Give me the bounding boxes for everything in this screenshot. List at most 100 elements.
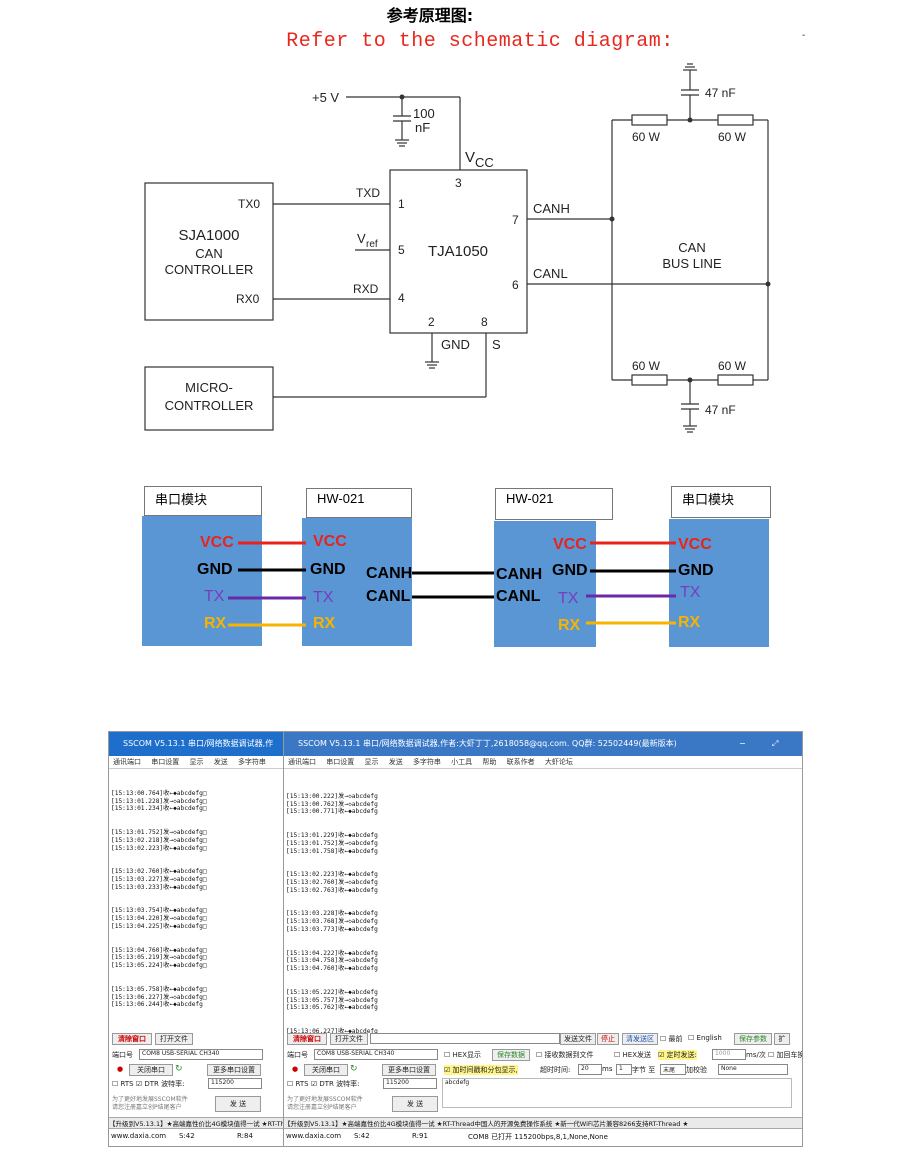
right-recv-count: R:91 (412, 1132, 428, 1140)
vcc-sub: CC (475, 155, 494, 170)
wiring-lines (228, 541, 676, 627)
save-data-button[interactable]: 保存数据 (492, 1049, 530, 1061)
hex-send-checkbox[interactable]: ☐ HEX发送 (614, 1051, 651, 1059)
page-title-cn: 参考原理图: (386, 6, 474, 25)
menu-port[interactable]: 通讯端口 (113, 758, 141, 766)
sscom-right-window: SSCOM V5.13.1 串口/网络数据调试器,作者:大虾丁丁,2618058… (283, 731, 803, 1147)
byte-start-field[interactable]: 1 (616, 1064, 632, 1075)
expand-button[interactable]: 扩 (774, 1033, 790, 1045)
menu-port[interactable]: 通讯端口 (288, 758, 316, 766)
hw2-gnd-label: GND (552, 562, 588, 579)
send-text-area[interactable]: abcdefg (442, 1078, 792, 1108)
stop-button[interactable]: 停止 (597, 1033, 619, 1045)
right-site[interactable]: www.daxia.com (286, 1132, 342, 1140)
save-params-button[interactable]: 保存参数 (734, 1033, 772, 1045)
right-baud-select[interactable]: 115200 (383, 1078, 437, 1089)
hw1-canl-label: CANL (366, 588, 411, 605)
left-baud-select[interactable]: 115200 (208, 1078, 262, 1089)
left-clear-window-button[interactable]: 清除窗口 (112, 1033, 152, 1045)
left-more-settings-button[interactable]: 更多串口设置 (207, 1064, 261, 1076)
bus-line2: BUS LINE (662, 256, 722, 271)
svg-text:-: - (802, 30, 805, 41)
right-tx-label: TX (680, 584, 701, 601)
hw1-rx-label: RX (313, 615, 336, 632)
cap-bus-top: 47 nF (705, 86, 736, 100)
restore-icon[interactable]: ⤢ (772, 739, 779, 748)
right-rts-dtr-checkboxes[interactable]: ☐ RTS ☑ DTR 波特率: (287, 1080, 360, 1088)
send-file-button[interactable]: 发送文件 (560, 1033, 596, 1045)
menu-help[interactable]: 帮助 (482, 758, 497, 766)
left-rts-checkbox[interactable]: ☐ RTS ☑ DTR 波特率: (112, 1080, 185, 1088)
sscom-right-log: [15:13:00.222]发→◇abcdefg[15:13:00.762]发→… (286, 792, 378, 1035)
right-gnd-label: GND (678, 562, 714, 579)
recv-to-file-checkbox[interactable]: ☐ 接收数据到文件 (536, 1051, 594, 1059)
timeout-field[interactable]: 20 (578, 1064, 602, 1075)
left-send-button[interactable]: 发 送 (215, 1096, 261, 1112)
timed-send-checkbox[interactable]: ☑ 定时发送: (658, 1050, 697, 1060)
hw2-rx-label: RX (558, 617, 581, 634)
timestamp-checkbox[interactable]: ☑ 加时间戳和分包显示, (444, 1065, 518, 1075)
left-vcc-label: VCC (200, 534, 234, 551)
pin-vref-sub: ref (366, 239, 378, 250)
minimize-icon[interactable]: − (739, 739, 746, 748)
hw1-vcc-label: VCC (313, 533, 347, 550)
sja-controller: CONTROLLER (165, 262, 254, 277)
menu-send[interactable]: 发送 (388, 758, 403, 766)
menu-multi-string[interactable]: 多字符串 (412, 758, 441, 766)
menu-send[interactable]: 发送 (213, 758, 228, 766)
tail-select[interactable]: 末尾 (660, 1064, 686, 1075)
menu-forum[interactable]: 大虾论坛 (544, 758, 573, 766)
byte-label: 字节 至 (632, 1066, 656, 1074)
sscom-left-log: [15:13:00.764]收←◆abcdefg□[15:13:01.228]发… (111, 789, 207, 1009)
sscom-left-window: SSCOM V5.13.1 串口/网络数据调试器,作 通讯端口 串口设置 显示 … (108, 731, 288, 1147)
left-gnd-label: GND (197, 561, 233, 578)
right-clear-window-button[interactable]: 清除窗口 (287, 1033, 327, 1045)
left-site[interactable]: www.daxia.com (111, 1132, 167, 1140)
left-tip-line2: 请您注册嘉立创P结尾客户 (112, 1104, 182, 1111)
vcc-label: V (465, 149, 475, 166)
left-port-select[interactable]: COM8 USB-SERIAL CH340 (139, 1049, 263, 1060)
serial-module-right (669, 519, 769, 647)
pin-7: 7 (512, 213, 519, 227)
s-label: S (492, 337, 501, 352)
micro-line2: CONTROLLER (165, 398, 254, 413)
left-recv-count: R:84 (237, 1132, 253, 1140)
left-port-status-icon: ● (117, 1065, 124, 1073)
clear-send-button[interactable]: 清发送区 (622, 1033, 658, 1045)
add-crlf-checkbox[interactable]: ☐ 加回车换行 (768, 1051, 802, 1059)
right-tip-line1: 为了更好地发展SSCOM软件 (287, 1096, 363, 1103)
checksum-select[interactable]: None (718, 1064, 788, 1075)
menu-multi-string[interactable]: 多字符串 (237, 758, 266, 766)
hex-display-checkbox[interactable]: ☐ HEX显示 (444, 1051, 481, 1059)
right-close-port-button[interactable]: 关闭串口 (304, 1064, 348, 1076)
pin-txd-label: TXD (356, 186, 380, 200)
menu-serial-settings[interactable]: 串口设置 (326, 758, 355, 766)
menu-display[interactable]: 显示 (364, 758, 379, 766)
serial-module-right-label: 串口模块 (671, 486, 771, 518)
menu-serial-settings[interactable]: 串口设置 (151, 758, 180, 766)
sscom-right-title: SSCOM V5.13.1 串口/网络数据调试器,作者:大虾丁丁,2618058… (284, 732, 802, 756)
pin-3: 3 (455, 176, 462, 190)
right-send-button[interactable]: 发 送 (392, 1096, 438, 1112)
right-more-settings-button[interactable]: 更多串口设置 (382, 1064, 436, 1076)
left-refresh-icon[interactable]: ↻ (175, 1064, 183, 1074)
right-refresh-icon[interactable]: ↻ (350, 1064, 358, 1074)
always-on-top-checkbox[interactable]: ☐ 最前 (660, 1035, 683, 1043)
hw021-right-label: HW-021 (495, 488, 613, 520)
pin-6: 6 (512, 278, 519, 292)
menu-display[interactable]: 显示 (189, 758, 204, 766)
right-port-select[interactable]: COM8 USB-SERIAL CH340 (314, 1049, 438, 1060)
english-checkbox[interactable]: ☐ English (688, 1034, 722, 1042)
pin-4: 4 (398, 291, 405, 305)
hw1-gnd-label: GND (310, 561, 346, 578)
menu-contact[interactable]: 联系作者 (506, 758, 535, 766)
interval-field[interactable]: 1000 (712, 1049, 746, 1060)
sja-name: SJA1000 (179, 227, 240, 244)
right-open-file-button[interactable]: 打开文件 (330, 1033, 368, 1045)
file-path-field[interactable] (370, 1033, 560, 1044)
left-open-file-button[interactable]: 打开文件 (155, 1033, 193, 1045)
pin-2: 2 (428, 315, 435, 329)
right-tip-line2: 请您注册嘉立创P结尾客户 (287, 1104, 357, 1111)
menu-tools[interactable]: 小工具 (451, 758, 473, 766)
left-close-port-button[interactable]: 关闭串口 (129, 1064, 173, 1076)
